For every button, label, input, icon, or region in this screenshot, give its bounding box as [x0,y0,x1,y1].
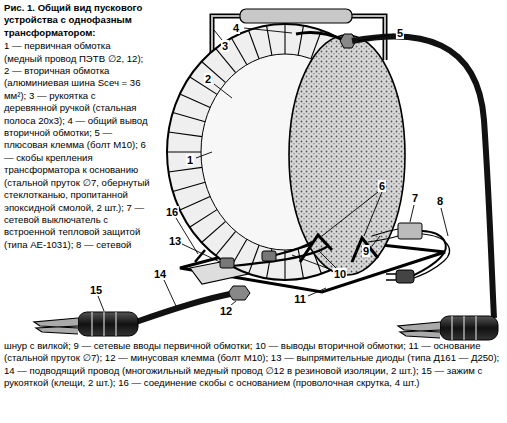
winding-stroke [180,94,210,108]
caption-flow: Рис. 1. Общий вид пускового устройства с… [0,0,507,390]
callout-number: 9 [362,245,370,257]
winding-stroke [249,245,260,274]
mains-leads [368,229,398,242]
callout-number: 3 [221,40,229,52]
figure-caption: 1 — первичная обмотка (медный провод ПЭТ… [4,40,503,389]
clamp-jaws [398,322,440,338]
winding-stroke [202,221,226,242]
common-lead [296,32,344,40]
diode [262,251,276,261]
plug-pins [386,274,396,280]
callout-number: 13 [168,235,182,247]
winding-stroke [231,38,246,65]
winding-stroke [180,196,210,210]
callout-number: 8 [436,195,444,207]
minus-terminal [228,286,250,300]
lead-wire [136,294,230,322]
mains-switch [398,223,422,239]
grip-rings [452,316,476,340]
wooden-grip [240,9,352,23]
callout-number: 12 [219,305,233,317]
callout-number: 6 [378,180,386,192]
winding-stroke [216,48,236,72]
leader-lines [98,28,448,311]
winding-stroke [216,231,236,255]
secondary-winding-face [289,35,405,275]
callout-number: 7 [411,192,419,204]
mains-plug [396,270,414,283]
winding-stroke [284,24,285,54]
winding-stroke [173,182,205,191]
mains-cord [414,234,449,278]
clamp-grip [440,316,498,340]
callout-number: 14 [153,268,167,280]
callout-number: 16 [165,206,179,218]
winding-stroke [167,151,201,152]
winding-stroke [249,30,260,59]
text-wrap-spacer [150,2,503,256]
winding-stroke [168,132,202,137]
callout-number: 10 [333,268,347,280]
secondary-leads [232,242,328,266]
mount-bracket [300,235,332,262]
clamp-grip [78,312,138,336]
callout-number: 5 [396,27,404,39]
diode [220,258,234,268]
winding-stroke [190,210,218,228]
winding-stroke [298,249,303,279]
callout-number: 15 [89,284,103,296]
winding-stroke [173,112,205,121]
winding-stroke [298,26,303,56]
winding-stroke [284,250,285,280]
callout-number: 1 [186,154,194,166]
lead-wire [352,37,494,318]
text-wrap-spacer [4,256,503,340]
callout-number: 4 [232,22,240,34]
callout-number: 2 [204,73,212,85]
grip-rings [92,312,116,336]
mains-cord [412,231,446,276]
figure-title: Рис. 1. Общий вид пускового устройства с… [4,2,503,39]
winding-stroke [168,167,202,172]
clamp-jaws [34,318,78,334]
callout-number: 11 [293,293,307,305]
